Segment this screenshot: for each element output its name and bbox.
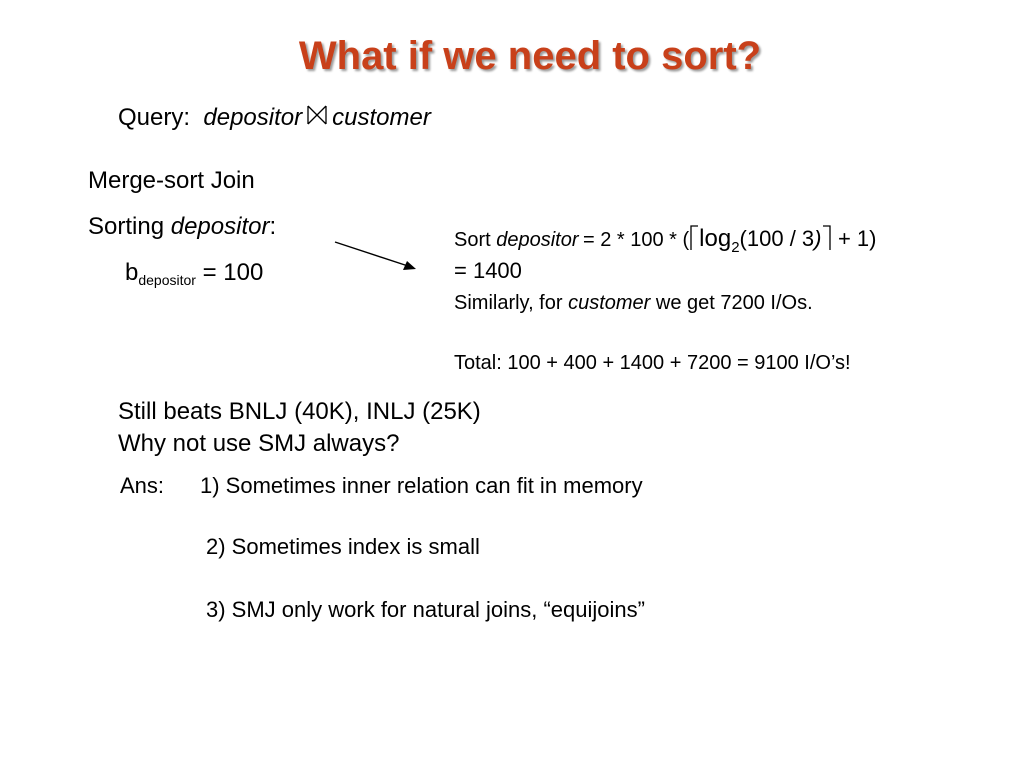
answer-item-3: 3) SMJ only work for natural joins, “equ…: [206, 597, 645, 622]
slide-title: What if we need to sort?: [298, 34, 762, 78]
sorting-relation: depositor: [170, 213, 270, 240]
cost-similarly-suffix: we get 7200 I/Os.: [650, 292, 813, 314]
answer-item-1: 1) Sometimes inner relation can fit in m…: [200, 473, 643, 498]
answers-label: Ans:: [120, 473, 165, 498]
cost-sort-relation: depositor: [496, 229, 579, 251]
cost-similarly-prefix: Similarly, for: [454, 292, 569, 314]
cost-log-base: 2: [731, 239, 740, 256]
query-left-relation: depositor: [203, 104, 303, 131]
query-line: Query: depositor customer: [118, 104, 431, 133]
cost-total: Total: 100 + 400 + 1400 + 7200 = 9100 I/…: [454, 352, 851, 374]
cost-sort-prefix: Sort: [454, 229, 497, 251]
cost-line-2: = 1400: [454, 258, 522, 283]
cost-log: log: [699, 225, 732, 252]
query-label: Query:: [118, 104, 191, 131]
cost-line-1: Sort depositor = 2 * 100 * ( log2(100 / 3…: [454, 224, 876, 256]
cost-line-3: Similarly, for customer we get 7200 I/Os…: [454, 292, 813, 315]
sorting-suffix: :: [269, 213, 277, 240]
cost-sort-tail: + 1): [837, 226, 877, 251]
sorting-prefix: Sorting: [88, 213, 171, 240]
cost-log-arg: (100 / 3: [739, 226, 815, 251]
block-subscript: depositor: [138, 272, 196, 288]
ceiling-left-icon: [689, 224, 699, 255]
block-symbol: b: [125, 259, 139, 286]
cost-paren-close: ): [814, 226, 822, 251]
arrow-icon: [334, 241, 416, 270]
cost-sort-eq: = 2 * 100 * (: [582, 229, 690, 251]
query-right-relation: customer: [332, 104, 431, 131]
natural-join-icon: [306, 104, 328, 133]
block-value: = 100: [202, 259, 264, 286]
comparison-line-2: Why not use SMJ always?: [118, 430, 400, 457]
cost-similarly-relation: customer: [568, 292, 651, 314]
block-count-line: bdepositor = 100: [125, 259, 263, 288]
comparison-line-1: Still beats BNLJ (40K), INLJ (25K): [118, 398, 481, 425]
sorting-line: Sorting depositor:: [88, 213, 276, 241]
method-heading: Merge-sort Join: [88, 167, 255, 194]
ceiling-right-icon: [821, 224, 833, 255]
answer-item-2: 2) Sometimes index is small: [206, 534, 480, 559]
